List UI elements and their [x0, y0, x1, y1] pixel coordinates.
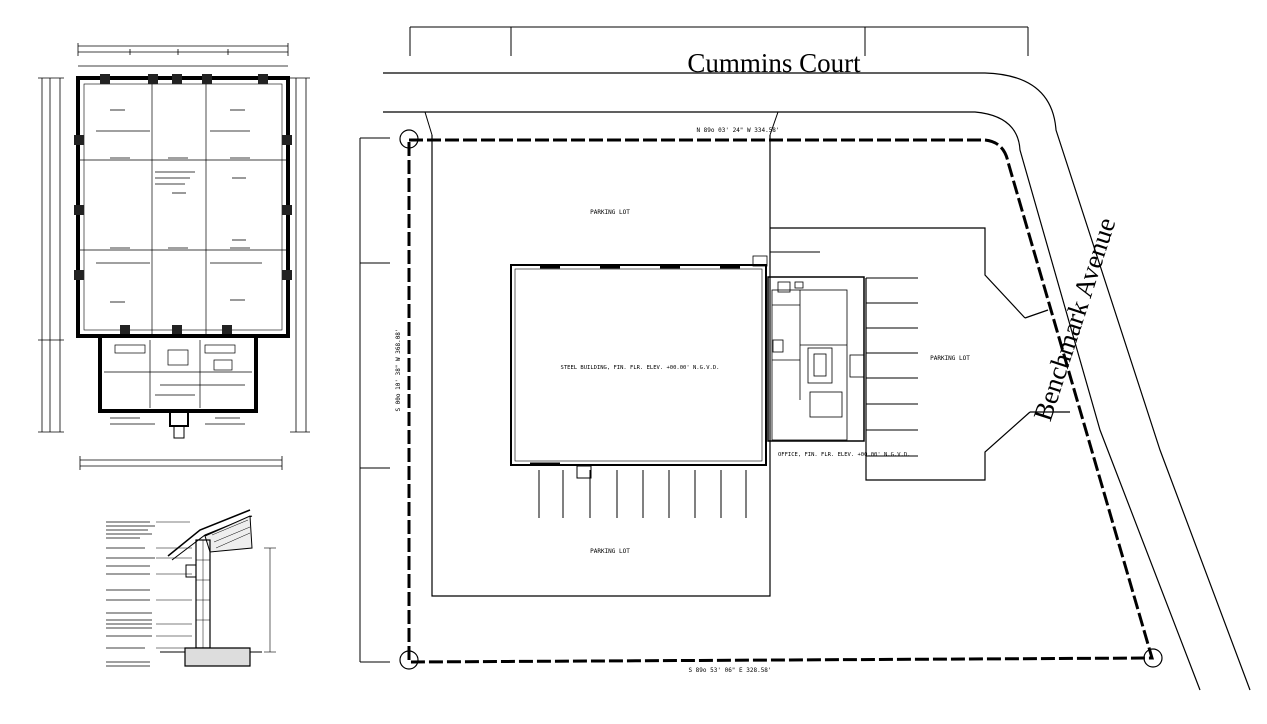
- property-line: [407, 138, 1154, 664]
- site-dimension-top: [409, 26, 1029, 56]
- entry-vestibule: [169, 411, 189, 427]
- parking-label-right: PARKING LOT: [930, 355, 970, 362]
- floor-plan: [38, 43, 310, 470]
- parking-stalls-bottom: [538, 470, 747, 518]
- office-interior: [104, 340, 252, 408]
- footing: [184, 647, 251, 667]
- parking-stalls-right: [770, 251, 918, 457]
- site-plan: [359, 26, 1251, 691]
- bearing-left: S 00o 10' 38" W 368.08': [395, 328, 402, 411]
- warehouse-walls: [76, 76, 290, 338]
- office-walls: [98, 334, 258, 413]
- boundary-monuments: [399, 129, 1163, 670]
- road-edge-inner: [383, 111, 1201, 691]
- steel-building-label: STEEL BUILDING, FIN. FLR. ELEV. +00.00' …: [561, 365, 720, 371]
- bearing-top: N 89o 03' 24" W 334.58': [696, 127, 779, 134]
- wall-section: [106, 509, 276, 667]
- wall-section-notes: [106, 521, 155, 667]
- floor-plan-dimensions: [38, 43, 310, 470]
- right-parking-outline: [770, 227, 1031, 481]
- roof-profile: [167, 509, 251, 557]
- paved-area: [431, 135, 771, 597]
- road-edge-outer: [383, 72, 1251, 691]
- street-label-top: Cummins Court: [687, 48, 861, 78]
- parking-label-bottom: PARKING LOT: [590, 548, 630, 555]
- office-label: OFFICE, FIN. FLR. ELEV. +00.00' N.G.V.D.: [778, 452, 910, 458]
- steel-building: [510, 264, 767, 466]
- parking-label-top: PARKING LOT: [590, 209, 630, 216]
- office-building: [752, 255, 865, 442]
- road-centerline: [424, 111, 433, 136]
- floor-plan-grid: [80, 80, 286, 334]
- site-dimension-left: [359, 137, 390, 663]
- bearing-bottom: S 89o 53' 06" E 328.58': [688, 667, 771, 674]
- floor-plan-notes: [96, 109, 262, 303]
- structural-columns: [74, 74, 292, 335]
